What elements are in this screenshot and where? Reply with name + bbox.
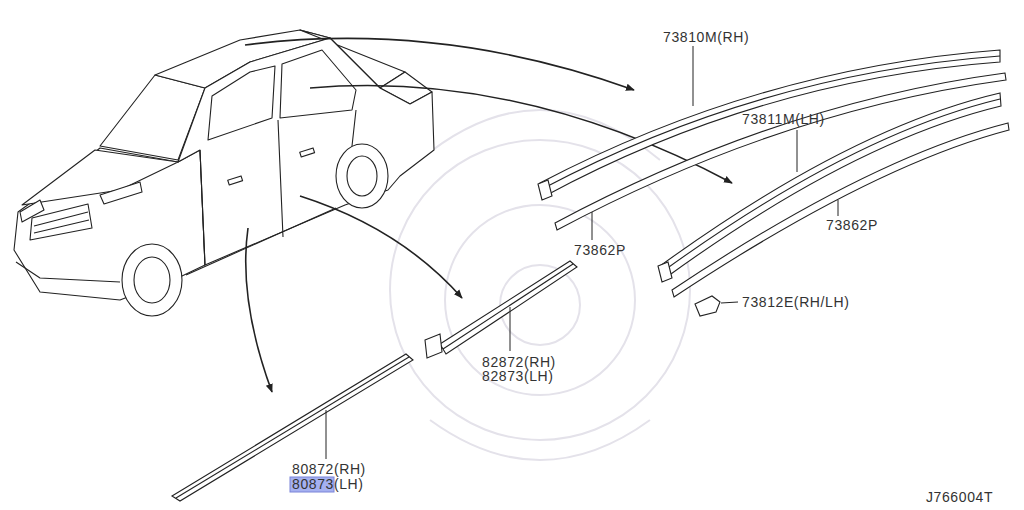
car-drawing [14,30,434,316]
leader-line [326,410,327,459]
watermark-curve [420,110,660,460]
moulding-line [443,264,573,349]
car-wheel [336,144,388,208]
car-hub [347,156,377,196]
car-hood [22,150,178,205]
part-number: 73811M(LH) [742,112,825,127]
part-number: 80872(RH) [292,462,366,477]
car-bumper [16,262,120,282]
door-handle [228,176,243,185]
door-handle [300,148,315,157]
part-number: 73812E(RH/LH) [742,295,849,310]
moulding-end-cap [425,334,442,358]
roof-moulding-clip [672,123,1009,297]
pointer-arrow [245,38,634,90]
leader-line [510,307,511,351]
moulding-end [538,180,552,200]
car-headlight [20,182,142,222]
car-door-lines [186,110,356,275]
leader-line [592,212,593,240]
part-number: 80873(LH) [292,477,364,492]
part-number: 73862P [574,243,626,258]
moulding-line [176,357,409,498]
pointer-arrow [246,228,272,392]
pointer-arrow [300,196,462,298]
roof-mouldings [538,50,1009,316]
leader-line [693,46,694,106]
door-moulding [440,261,577,354]
watermark-ring [445,205,635,395]
door-moulding [172,354,413,501]
moulding-line [662,99,1000,272]
watermark [390,110,690,460]
door-mouldings [172,261,577,501]
leader-line [721,302,738,303]
car-front-glass [208,66,275,140]
part-number: 73862P [826,218,878,233]
leader-lines [326,46,838,459]
car-wheel [122,244,182,316]
moulding-end [658,262,672,282]
moulding-clip [695,296,720,316]
leader-line [797,130,798,172]
car-rear-glass [280,50,356,118]
figure-code: J766004T [926,490,993,505]
car-hub [134,257,170,303]
part-number: 82873(LH) [482,369,554,384]
arrows [245,38,732,392]
leader-line [838,200,839,216]
car-side [178,38,434,265]
roof-moulding [660,93,1001,279]
car-grille-bars [34,212,89,233]
part-number: 73810M(RH) [663,30,749,45]
part-number: 82872(RH) [482,355,556,370]
